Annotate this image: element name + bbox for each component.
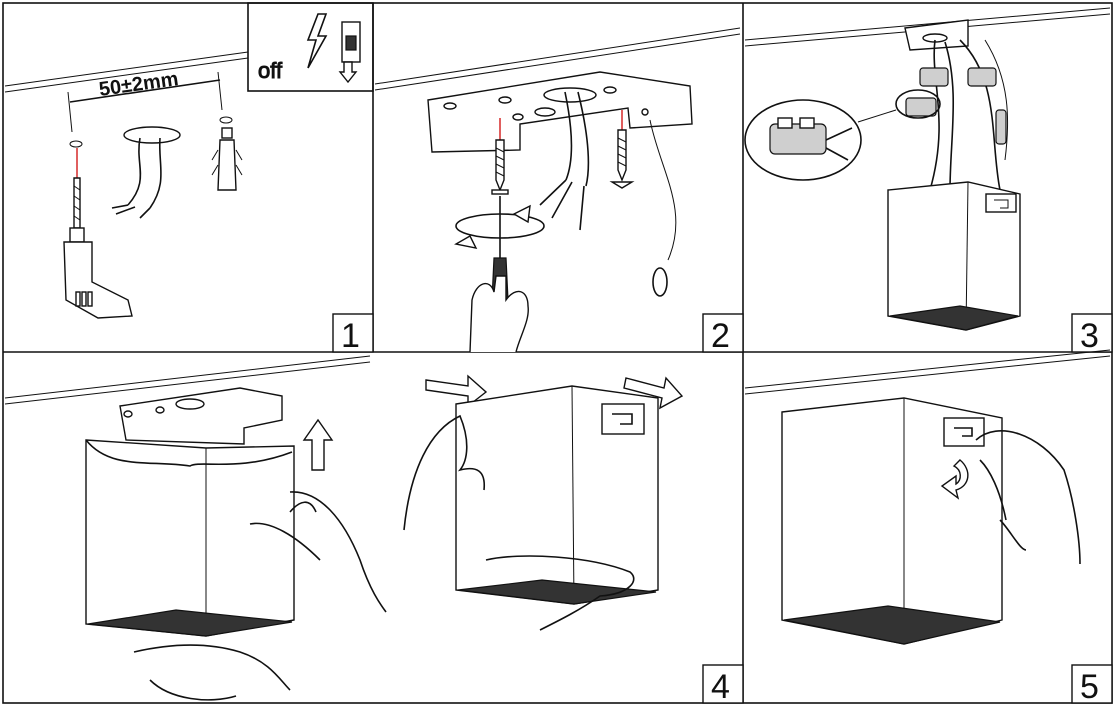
dimension-label: 50±2mm: [98, 68, 180, 101]
latch-icon: [985, 193, 1017, 213]
step-number: 1: [341, 317, 360, 355]
step-number: 2: [711, 317, 730, 355]
power-off-inset: off: [247, 2, 374, 92]
luminaire-box: [781, 397, 1003, 645]
wall-plug-icon: [211, 127, 243, 191]
arrow-down-icon: [338, 61, 358, 84]
hand-icon: [133, 644, 291, 701]
zoom-callout: [744, 99, 862, 181]
latch-icon: [943, 417, 985, 447]
panel-step-4: 4: [4, 355, 744, 706]
power-off-label: off: [258, 58, 283, 83]
screw-icon: [491, 118, 509, 195]
panel-step-5: 5: [744, 349, 1113, 706]
rotate-arrow-icon: [455, 213, 545, 239]
hand-icon: [249, 491, 387, 613]
luminaire-box: [887, 181, 1021, 331]
arrow-right-icon: [425, 374, 488, 408]
hand-icon: [469, 275, 529, 353]
luminaire-box: [85, 439, 295, 637]
carabiner-icon: [652, 267, 668, 297]
luminaire-box: [455, 385, 659, 605]
hand-icon: [975, 430, 1081, 565]
rotate-arrow-icon: [940, 459, 969, 500]
panel-step-2: 2: [374, 27, 744, 355]
panel-step-1: off 50±2mm: [4, 2, 374, 355]
lightning-icon: [306, 13, 328, 69]
wire-connector-icon: [905, 67, 1007, 145]
panel-step-3: 3: [744, 7, 1113, 355]
drill-icon: [63, 148, 133, 319]
step-number: 5: [1080, 668, 1099, 706]
arrow-up-icon: [302, 418, 334, 471]
step-number: 4: [711, 668, 730, 706]
hand-icon: [403, 414, 635, 631]
step-number: 3: [1080, 317, 1099, 355]
mounting-bracket: [427, 71, 693, 153]
latch-icon: [601, 403, 645, 435]
wire-connector-icon: [769, 117, 853, 161]
arrow-right-icon: [623, 376, 684, 410]
screw-icon: [609, 110, 635, 189]
dimension-marker: 50±2mm: [67, 68, 223, 133]
